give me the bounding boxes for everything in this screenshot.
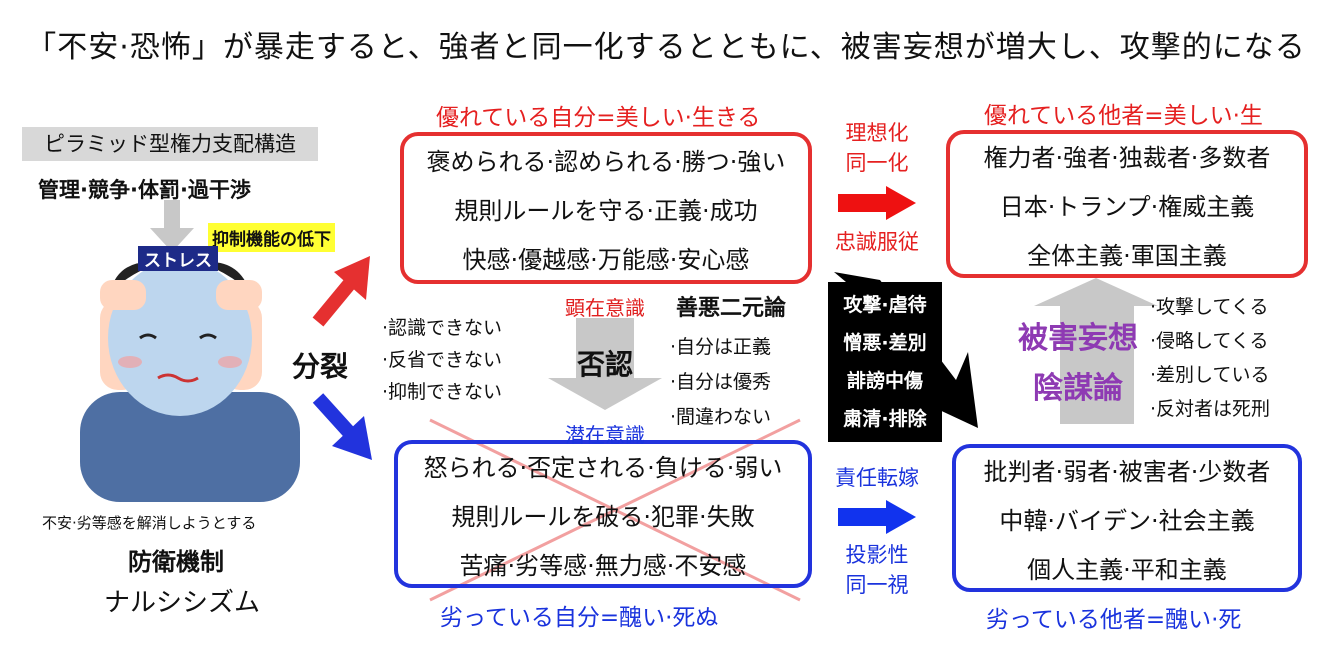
dualism-item: ·自分は正義 bbox=[670, 336, 772, 358]
inhibition-decline-label: 抑制機能の低下 bbox=[208, 223, 335, 252]
blame-shift-label: 責任転嫁 bbox=[835, 466, 919, 490]
victim-title-line: 陰謀論 bbox=[1033, 371, 1123, 406]
consciousness-pillar: 顕在意識 否認 潜在意識 bbox=[538, 292, 672, 448]
narcissism-label: ナルシシズム bbox=[104, 588, 261, 618]
stress-label: ストレス bbox=[138, 246, 218, 271]
idealize-arrow bbox=[838, 186, 916, 220]
projection-arrow bbox=[838, 500, 916, 534]
idealize-line: 同一化 bbox=[845, 151, 909, 175]
self-inferior-line: 規則ルールを破る·犯罪·失敗 bbox=[451, 503, 755, 531]
self-inferior-caption: 劣っている自分=醜い·死ぬ bbox=[440, 605, 719, 631]
self-superior-caption: 優れている自分=美しい·生きる bbox=[436, 105, 761, 131]
other-superior-caption: 優れている他者=美しい·生 bbox=[984, 103, 1263, 129]
subconscious-label: 潜在意識 bbox=[565, 423, 645, 447]
attack-word: 粛清·排除 bbox=[843, 408, 927, 430]
self-inferior-line: 怒られる·否定される·負ける·弱い bbox=[423, 454, 783, 482]
projection-line: 投影性 bbox=[845, 543, 909, 567]
page-title: 「不安·恐怖」が暴走すると、強者と同一化するとともに、被害妄想が増大し、攻撃的に… bbox=[26, 30, 1306, 65]
self-superior-line: 快感·優越感·万能感·安心感 bbox=[462, 246, 750, 274]
dualism-list: ·自分は正義 ·自分は優秀 ·間違わない bbox=[670, 330, 771, 435]
attack-word: 誹謗中傷 bbox=[846, 370, 923, 392]
pyramid-structure-sub: 管理·競争·体罰·過干渉 bbox=[38, 178, 251, 202]
victim-arrow bbox=[1034, 278, 1158, 424]
anxiety-text: 不安·劣等感を解消しようとする bbox=[42, 514, 257, 532]
worried-person-illustration bbox=[80, 253, 300, 502]
other-inferior-line: 中韓·バイデン·社会主義 bbox=[999, 507, 1255, 535]
victim-item: ·差別している bbox=[1150, 364, 1270, 386]
other-superior-line: 全体主義·軍国主義 bbox=[1027, 242, 1227, 270]
split-item: ·抑制できない bbox=[382, 381, 503, 403]
split-item: ·認識できない bbox=[382, 317, 503, 339]
conscious-label: 顕在意識 bbox=[565, 296, 645, 320]
split-up-arrow bbox=[312, 256, 370, 327]
dualism-item: ·間違わない bbox=[670, 406, 772, 428]
self-superior-line: 褒められる·認められる·勝つ·強い bbox=[426, 148, 786, 176]
self-superior-line: 規則ルールを守る·正義·成功 bbox=[454, 197, 758, 225]
other-inferior-line: 個人主義·平和主義 bbox=[1027, 556, 1227, 584]
idealize-labels: 理想化 同一化 bbox=[836, 118, 918, 178]
projection-line: 同一視 bbox=[845, 573, 909, 597]
other-inferior-caption: 劣っている他者=醜い·死 bbox=[986, 607, 1242, 633]
pyramid-structure-label: ピラミッド型権力支配構造 bbox=[22, 127, 318, 161]
split-label: 分裂 bbox=[292, 350, 349, 383]
victim-title-line: 被害妄想 bbox=[1018, 321, 1138, 356]
other-superior-line: 日本·トランプ·権威主義 bbox=[999, 193, 1255, 221]
dualism-item: ·自分は優秀 bbox=[670, 371, 772, 393]
attack-words: 攻撃·虐待 憎悪·差別 誹謗中傷 粛清·排除 bbox=[828, 286, 942, 438]
other-superior-line: 権力者·強者·独裁者·多数者 bbox=[983, 144, 1271, 172]
victim-item: ·侵略してくる bbox=[1150, 330, 1269, 352]
self-superior-box: 褒められる·認められる·勝つ·強い 規則ルールを守る·正義·成功 快感·優越感·… bbox=[400, 132, 812, 284]
defense-mechanism-label: 防衛機制 bbox=[128, 548, 224, 576]
attack-word: 憎悪·差別 bbox=[843, 332, 927, 354]
victim-item: ·攻撃してくる bbox=[1150, 296, 1269, 318]
victim-list: ·攻撃してくる ·侵略してくる ·差別している ·反対者は死刑 bbox=[1150, 290, 1270, 426]
split-item: ·反省できない bbox=[382, 349, 503, 371]
denial-arrow bbox=[548, 318, 662, 410]
split-list: ·認識できない ·反省できない ·抑制できない bbox=[382, 312, 502, 408]
self-inferior-line: 苦痛·劣等感·無力感·不安感 bbox=[459, 552, 747, 580]
denial-label: 否認 bbox=[576, 348, 633, 381]
other-inferior-box: 批判者·弱者·被害者·少数者 中韓·バイデン·社会主義 個人主義·平和主義 bbox=[952, 444, 1302, 592]
idealize-line: 理想化 bbox=[845, 121, 909, 145]
split-down-arrow bbox=[312, 393, 372, 460]
dualism-title: 善悪二元論 bbox=[676, 296, 787, 321]
loyalty-label: 忠誠服従 bbox=[835, 230, 919, 254]
victim-title: 被害妄想 陰謀論 bbox=[1018, 314, 1138, 414]
attack-arrow bbox=[828, 272, 978, 442]
victim-item: ·反対者は死刑 bbox=[1150, 398, 1271, 420]
other-superior-box: 権力者·強者·独裁者·多数者 日本·トランプ·権威主義 全体主義·軍国主義 bbox=[946, 130, 1308, 278]
self-inferior-box: 怒られる·否定される·負ける·弱い 規則ルールを破る·犯罪·失敗 苦痛·劣等感·… bbox=[394, 440, 812, 588]
other-inferior-line: 批判者·弱者·被害者·少数者 bbox=[983, 458, 1271, 486]
down-arrow-stress bbox=[150, 200, 194, 252]
attack-word: 攻撃·虐待 bbox=[843, 294, 927, 316]
cross-out-mark bbox=[429, 418, 801, 602]
projection-labels: 投影性 同一視 bbox=[836, 540, 918, 600]
